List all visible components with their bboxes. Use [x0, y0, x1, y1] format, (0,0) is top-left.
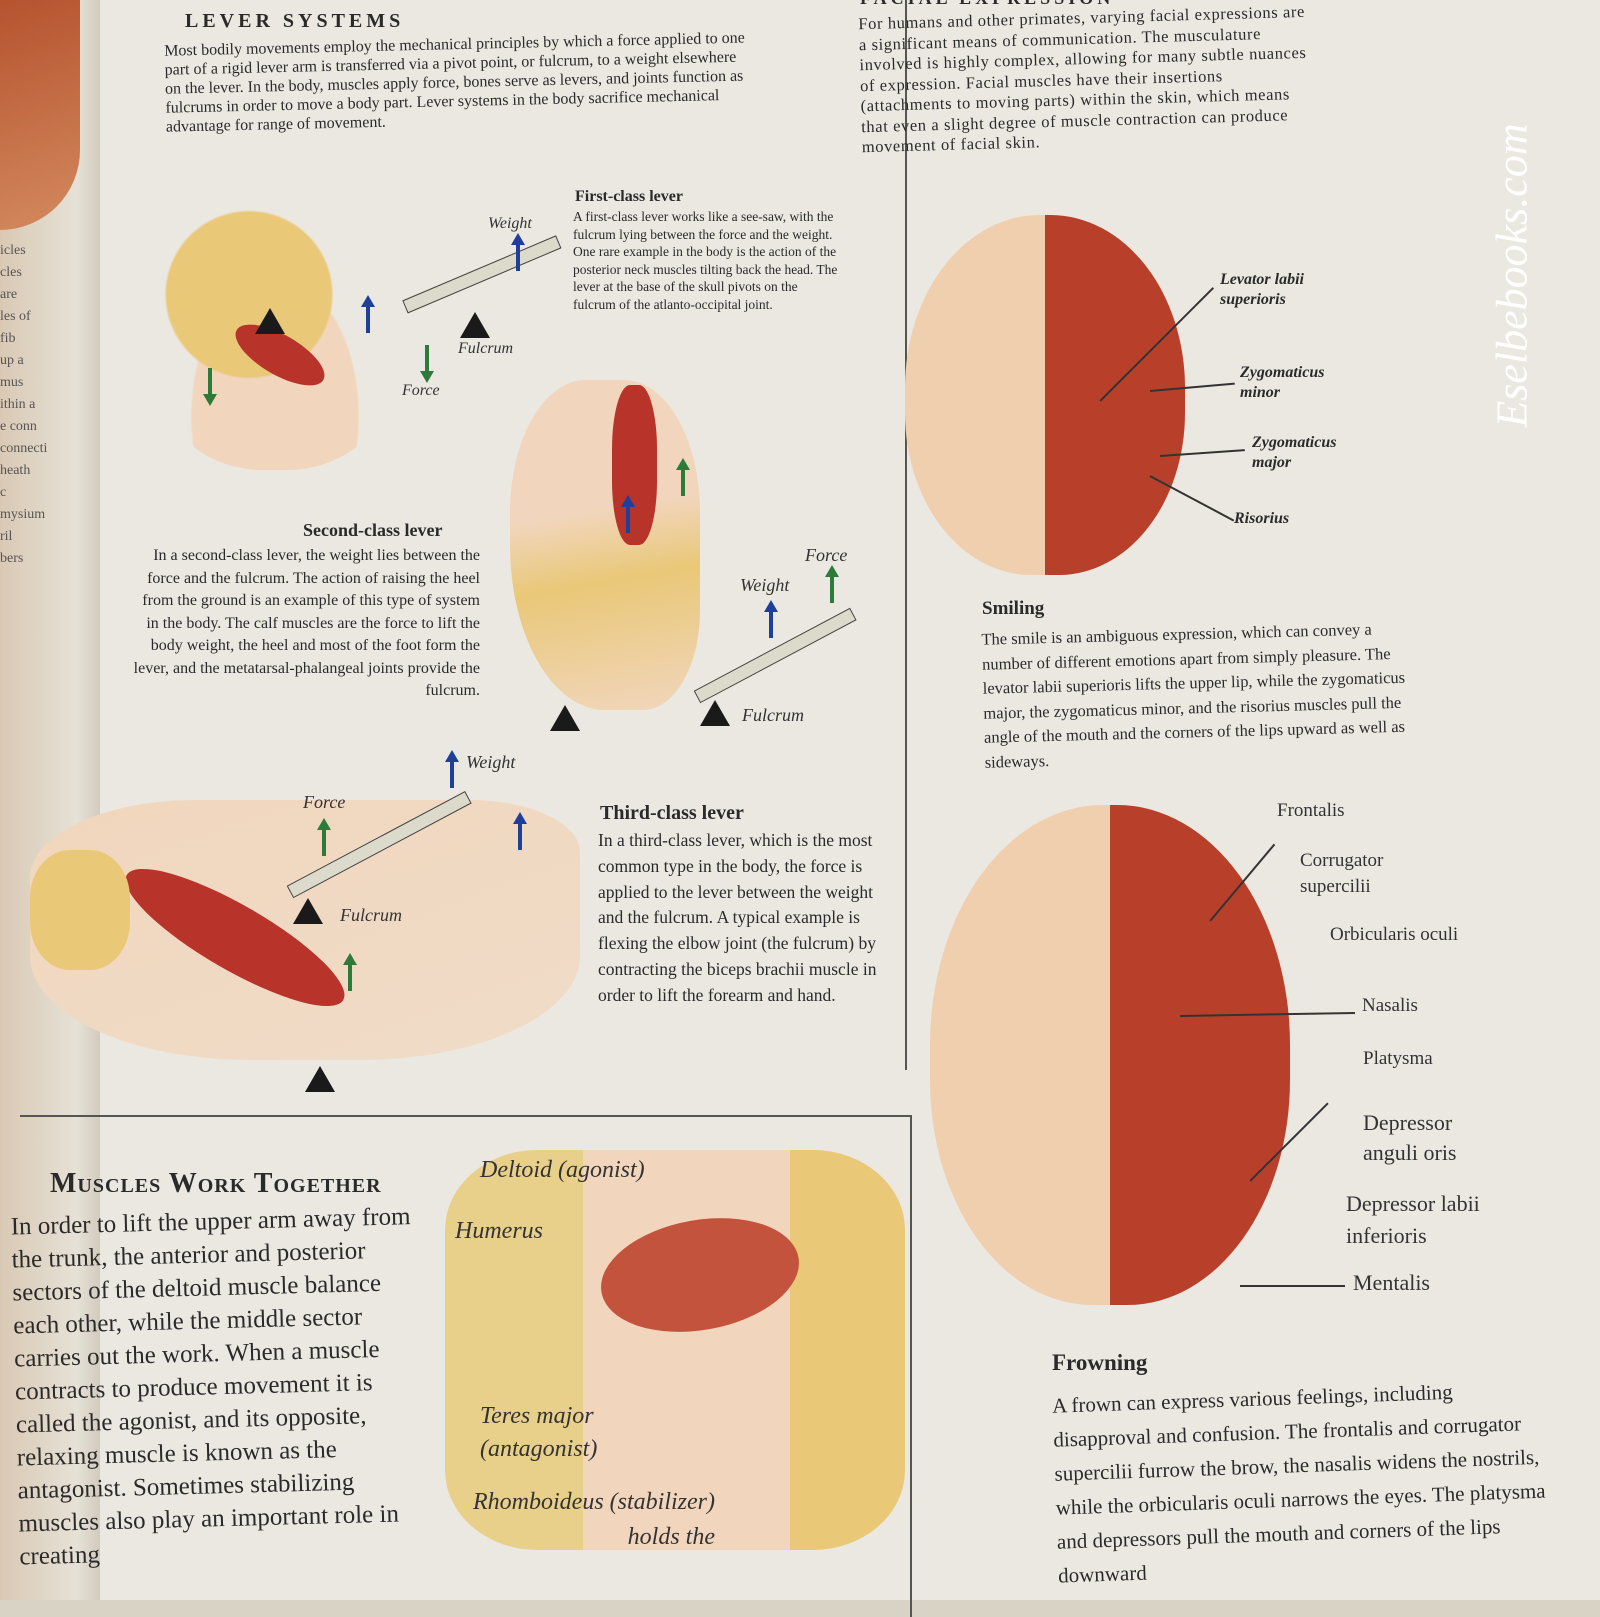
weight-arrow-icon — [764, 600, 778, 638]
label-teres-major: Teres major (antagonist) — [480, 1403, 598, 1462]
fragment-line: up a mus — [0, 353, 24, 390]
fragment-line: cles are — [0, 265, 22, 302]
label-humerus: Humerus — [455, 1218, 543, 1244]
muscles-work-together-box — [20, 1115, 912, 1617]
fragment-line: les of fib — [0, 309, 31, 346]
force-arrow-icon — [825, 565, 839, 603]
frowning-face-illustration — [930, 805, 1290, 1305]
facial-intro: For humans and other primates, varying f… — [858, 1, 1307, 157]
frowning-heading: Frowning — [1052, 1350, 1148, 1375]
label-risorius: Risorius — [1234, 510, 1290, 527]
label-zygomaticus-major: Zygomaticus major — [1252, 434, 1337, 471]
label-weight: Weight — [466, 752, 516, 772]
leader-line — [1240, 1285, 1345, 1287]
label-mentalis: Mentalis — [1353, 1270, 1430, 1295]
fulcrum-triangle — [550, 705, 580, 731]
label-weight: Weight — [488, 215, 532, 232]
fragment-line: heath c — [0, 463, 31, 500]
left-page-text-fragment: icles cles are les of fib up a mus ithin… — [0, 240, 48, 570]
fragment-line: e conn — [0, 419, 37, 434]
fragment-line: ril — [0, 529, 13, 544]
fulcrum-triangle — [255, 308, 285, 334]
fulcrum-triangle — [460, 312, 490, 338]
section-title-facial-expression: FACIAL EXPRESSION — [860, 0, 1114, 9]
first-class-heading: First-class lever — [575, 188, 683, 205]
smiling-text: The smile is an ambiguous expression, wh… — [981, 619, 1406, 772]
column-divider — [905, 0, 907, 1070]
muscles-work-together-title: Muscles Work Together — [50, 1168, 382, 1199]
section-title-lever-systems: LEVER SYSTEMS — [185, 10, 405, 32]
label-force: Force — [805, 545, 848, 565]
third-class-text: In a third-class lever, which is the mos… — [598, 830, 877, 1005]
left-page-edge: icles cles are les of fib up a mus ithin… — [0, 0, 110, 1600]
fragment-line: ithin a — [0, 397, 36, 412]
third-class-heading: Third-class lever — [600, 802, 744, 824]
foot-leg-illustration — [510, 380, 700, 710]
weight-arrow-icon — [621, 495, 635, 533]
label-deltoid: Deltoid (agonist) — [480, 1157, 645, 1183]
first-class-text: A first-class lever works like a see-saw… — [573, 209, 838, 312]
label-zygomaticus-minor: Zygomaticus minor — [1240, 364, 1325, 401]
label-fulcrum: Fulcrum — [340, 905, 402, 925]
label-corrugator-supercilii: Corrugator supercilii — [1300, 850, 1384, 897]
label-depressor-anguli-oris: Depressor anguli oris — [1363, 1110, 1457, 1165]
force-arrow-icon — [343, 953, 357, 991]
muscles-work-together-text: In order to lift the upper arm away from… — [10, 1203, 411, 1571]
watermark: Eselbebooks.com — [1487, 123, 1537, 428]
label-force: Force — [303, 792, 346, 812]
fragment-line: mysium — [0, 507, 46, 522]
label-frontalis: Frontalis — [1277, 800, 1345, 821]
force-arrow-icon — [425, 345, 429, 373]
smiling-heading: Smiling — [982, 598, 1045, 619]
shoulder-back-illustration — [445, 1150, 905, 1550]
shoulder-bone-illustration — [30, 850, 130, 970]
lever-intro: Most bodily movements employ the mechani… — [164, 29, 745, 136]
force-arrow-icon — [208, 368, 212, 396]
force-arrow-icon — [676, 458, 690, 496]
weight-arrow-icon — [361, 295, 375, 333]
label-orbicularis-oculi: Orbicularis oculi — [1330, 924, 1459, 945]
fulcrum-triangle — [700, 700, 730, 726]
weight-arrow-icon — [445, 750, 459, 788]
second-class-heading: Second-class lever — [303, 520, 443, 540]
calf-muscle-illustration — [612, 385, 657, 545]
frowning-text: A frown can express various feelings, in… — [1051, 1379, 1546, 1588]
weight-arrow-icon — [513, 812, 527, 850]
force-arrow-icon — [317, 818, 331, 856]
fulcrum-triangle — [305, 1066, 335, 1092]
label-fulcrum: Fulcrum — [742, 705, 804, 725]
label-platysma: Platysma — [1363, 1048, 1433, 1069]
muscle-illustration-fragment — [0, 0, 80, 230]
fragment-line: connecti — [0, 441, 48, 456]
fragment-line: bers — [0, 551, 24, 566]
label-levator-labii-superioris: Levator labii superioris — [1220, 271, 1304, 308]
label-weight: Weight — [740, 575, 790, 595]
fulcrum-triangle — [293, 898, 323, 924]
label-nasalis: Nasalis — [1362, 995, 1418, 1016]
smiling-face-illustration — [905, 215, 1185, 575]
label-fulcrum: Fulcrum — [458, 340, 514, 357]
label-rhomboideus: Rhomboideus (stabilizer) holds the — [473, 1489, 715, 1550]
label-depressor-labii-inferioris: Depressor labii inferioris — [1346, 1191, 1480, 1248]
second-class-text: In a second-class lever, the weight lies… — [133, 547, 480, 699]
weight-arrow-icon — [511, 233, 525, 271]
label-force: Force — [402, 382, 440, 399]
fragment-line: icles — [0, 243, 26, 258]
